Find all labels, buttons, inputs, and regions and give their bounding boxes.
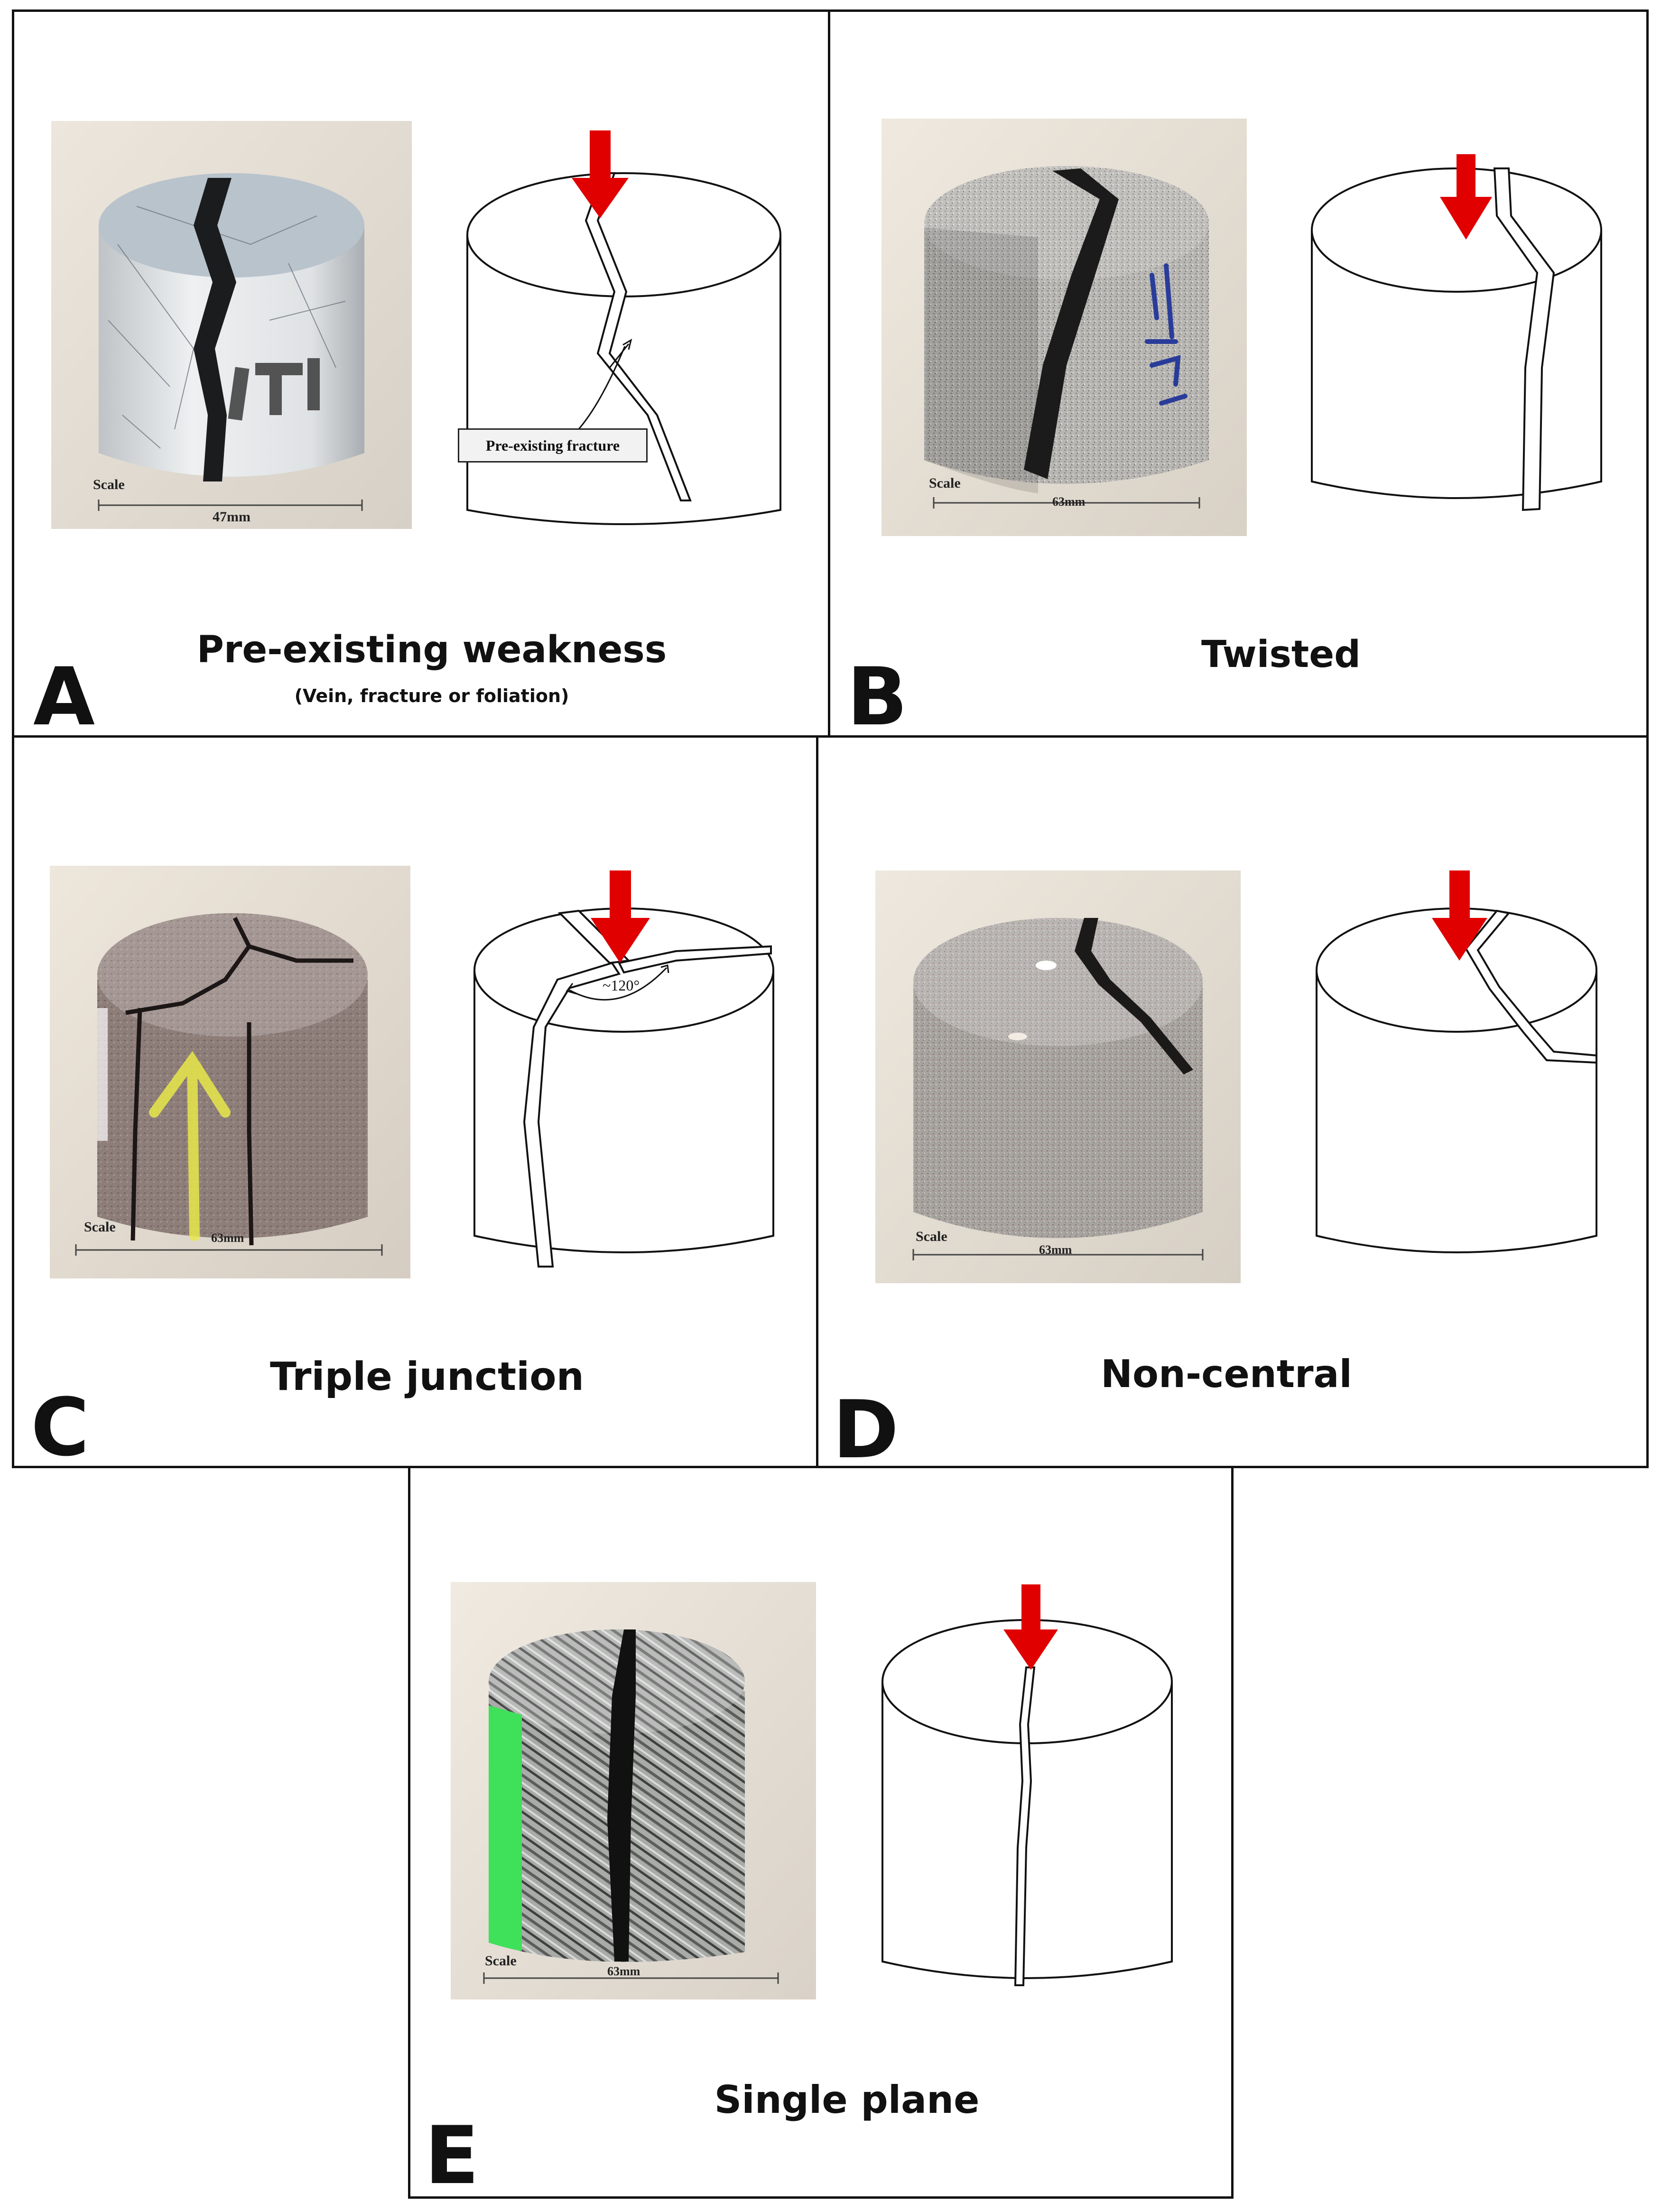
panel-letter: A	[33, 650, 95, 743]
sketch-a-cylinder	[458, 121, 790, 529]
sketch-e-cylinder	[875, 1582, 1179, 1999]
scale-label: Scale	[929, 475, 961, 491]
panel-e: Scale 63mm Single plane E	[408, 1466, 1234, 2199]
photo-d-core-sample: Scale 63mm	[875, 870, 1241, 1283]
panel-title: Pre-existing weakness	[196, 629, 667, 671]
photo-e-core-sample: Scale 63mm	[451, 1582, 816, 1999]
scale-value: 47mm	[213, 509, 251, 525]
scale-label: Scale	[916, 1229, 947, 1244]
down-arrow-icon	[401, 121, 733, 529]
scale-value: 63mm	[1052, 495, 1086, 509]
photo-a-core-sample: Scale 47mm	[51, 121, 412, 529]
panel-a: Scale 47mm Pre-existing fracture Pre-exi…	[12, 9, 831, 738]
panel-title: Triple junction	[270, 1354, 584, 1399]
panel-letter: B	[847, 650, 908, 743]
sketch-c-cylinder: ~120°	[467, 866, 780, 1283]
down-arrow-icon	[1440, 154, 1492, 240]
panel-c: Scale 63mm ~120° Triple junction C	[12, 735, 831, 1468]
panel-b: Scale 63mm Twisted B	[828, 9, 1649, 738]
panel-title: Non-central	[1101, 1352, 1352, 1396]
down-arrow-icon	[1003, 1584, 1058, 1670]
scale-label: Scale	[93, 477, 125, 492]
panel-letter: E	[425, 2109, 479, 2202]
scale-value: 63mm	[211, 1231, 244, 1245]
photo-c-core-sample: Scale 63mm	[50, 866, 410, 1278]
sketch-d-cylinder	[1309, 866, 1604, 1283]
callout-pre-existing-fracture: Pre-existing fracture	[458, 428, 648, 463]
panel-title: Twisted	[1201, 633, 1361, 676]
panel-letter: C	[31, 1381, 90, 1474]
sketch-b-cylinder	[1305, 121, 1608, 529]
panel-subtitle: (Vein, fracture or foliation)	[294, 685, 569, 706]
panel-d: Scale 63mm Non-central D	[816, 735, 1649, 1476]
down-arrow-icon	[1432, 870, 1487, 961]
down-arrow-icon	[591, 870, 650, 963]
photo-b-core-sample: Scale 63mm	[882, 119, 1247, 536]
scale-label: Scale	[84, 1219, 116, 1235]
panel-letter: D	[833, 1383, 899, 1476]
scale-value: 63mm	[1039, 1243, 1072, 1257]
scale-label: Scale	[485, 1953, 517, 1969]
scale-value: 63mm	[607, 1964, 640, 1978]
angle-label: ~120°	[603, 977, 640, 994]
panel-title: Single plane	[714, 2078, 980, 2122]
